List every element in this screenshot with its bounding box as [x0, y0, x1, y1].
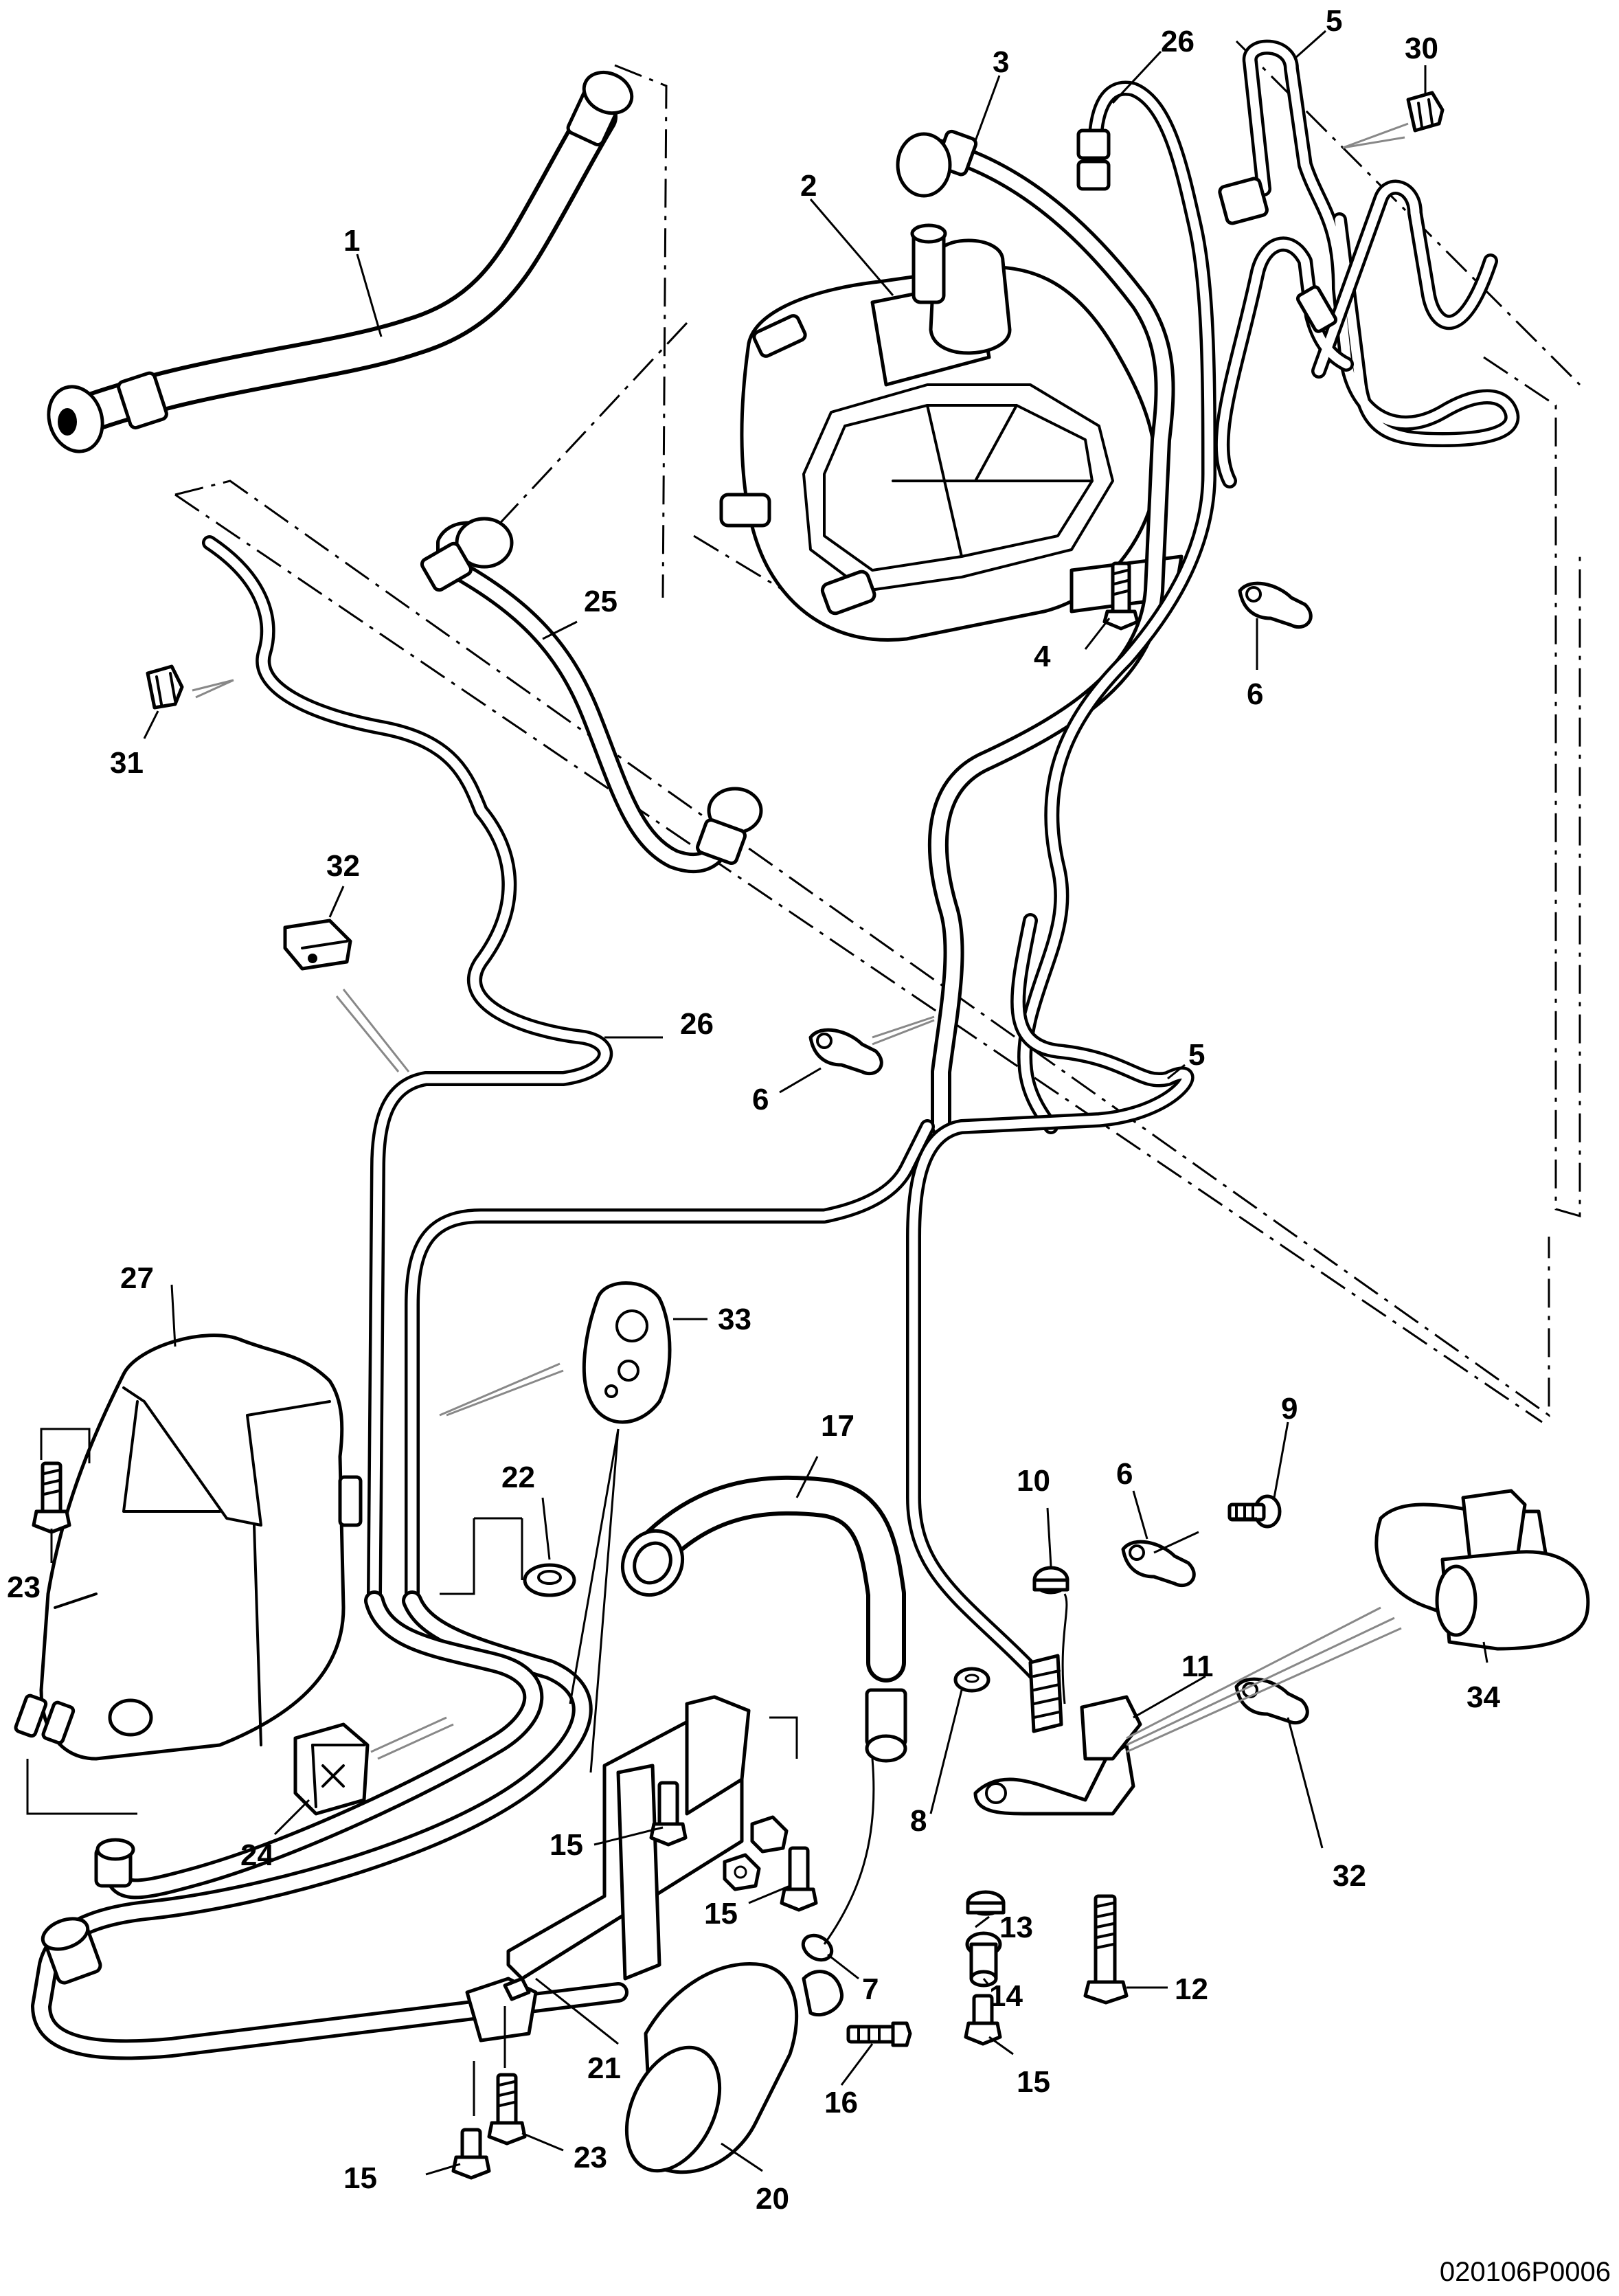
callout-34: 34 [1467, 1680, 1500, 1714]
callout-23-bottom: 23 [574, 2141, 607, 2174]
nut-part-15-middle [723, 1815, 789, 1891]
callout-5-upper: 5 [1326, 4, 1342, 38]
screw-part-4 [1102, 561, 1140, 631]
connector-part-34 [1374, 1489, 1590, 1651]
screw-part-9 [1227, 1494, 1282, 1529]
block-part-24 [293, 1722, 370, 1816]
clip-part-31 [146, 664, 184, 710]
callout-labels: 1 2 3 4 5 5 6 6 6 7 8 9 10 11 12 13 14 1… [7, 4, 1500, 2216]
clip-part-6-upper [1238, 581, 1313, 629]
callout-15-d: 15 [343, 2161, 377, 2195]
callout-14: 14 [989, 1979, 1023, 2013]
callout-6-lower: 6 [1116, 1457, 1133, 1491]
callout-7: 7 [862, 1972, 879, 2006]
sleeve-part-14 [965, 1931, 1002, 1988]
callout-31: 31 [110, 746, 144, 780]
pipe-part-26-upper [1017, 80, 1216, 1134]
callout-15-b: 15 [704, 1897, 738, 1931]
callout-12: 12 [1175, 1972, 1208, 2006]
pipes-lower-left [31, 1590, 629, 2060]
callout-26-upper: 26 [1161, 25, 1195, 58]
callout-9: 9 [1281, 1392, 1298, 1426]
clip-part-6-middle [808, 1028, 883, 1076]
callout-16: 16 [824, 2086, 858, 2119]
bolt-part-12 [1083, 1894, 1129, 2005]
washer-part-8 [953, 1667, 990, 1693]
clamp-part-7 [801, 1933, 834, 1962]
hose-part-25 [420, 517, 763, 874]
callout-24: 24 [240, 1838, 274, 1872]
callout-6-middle: 6 [752, 1083, 769, 1116]
clip-part-30 [1406, 91, 1445, 133]
callout-23-left: 23 [7, 1571, 41, 1604]
filter-part-20 [624, 1962, 844, 2174]
callout-6-upper: 6 [1247, 677, 1263, 711]
callout-32-upper: 32 [326, 849, 360, 883]
pipe-part-26-lower [202, 535, 613, 1601]
callout-2: 2 [800, 169, 817, 203]
canister-part-27 [14, 1333, 363, 1761]
callout-27: 27 [120, 1261, 154, 1295]
callout-10: 10 [1017, 1464, 1050, 1498]
clip-part-32-lower [1234, 1677, 1309, 1725]
pipe-part-5-lower [405, 913, 1195, 1733]
bolt-part-23-left [32, 1461, 71, 1534]
expansion-tank-part-2 [719, 223, 1184, 642]
hose-part-17 [620, 1475, 907, 1763]
grommet-part-33 [582, 1281, 672, 1424]
callout-21: 21 [587, 2051, 621, 2085]
callout-17: 17 [821, 1409, 854, 1443]
nut-part-13 [966, 1890, 1006, 1916]
bolt-part-15-bottom [451, 2128, 491, 2180]
callout-4: 4 [1034, 640, 1051, 673]
callout-1: 1 [343, 224, 360, 258]
callout-11: 11 [1181, 1650, 1214, 1683]
grommet-part-22 [523, 1563, 576, 1597]
clip-part-6-lower [1121, 1540, 1196, 1588]
callout-3: 3 [993, 45, 1009, 79]
pipe-part-5-upper [1214, 39, 1520, 488]
block-part-32-upper [283, 919, 352, 971]
bracket-part-21 [465, 1695, 751, 2042]
screw-part-16 [846, 2021, 912, 2047]
callout-8: 8 [910, 1804, 927, 1838]
small-parts [32, 91, 1445, 2180]
drawing-code: 020106P0006 [1440, 2257, 1611, 2287]
callout-30: 30 [1405, 32, 1438, 65]
hose-part-1 [47, 70, 634, 453]
callout-20: 20 [756, 2182, 789, 2216]
callout-13: 13 [999, 1911, 1033, 1944]
callout-5-lower: 5 [1188, 1038, 1205, 1072]
callout-25: 25 [584, 585, 618, 618]
callout-22: 22 [501, 1461, 535, 1494]
callout-26-lower: 26 [680, 1007, 714, 1041]
grommet-part-10 [1032, 1566, 1069, 1595]
bolt-part-15-side [780, 1846, 818, 1912]
callout-15-a: 15 [550, 1828, 583, 1862]
bolt-part-23-bottom [487, 2073, 527, 2146]
callout-15-c: 15 [1017, 2065, 1050, 2099]
leader-lines [26, 30, 1488, 2176]
callout-33: 33 [718, 1303, 751, 1336]
callout-32-lower: 32 [1333, 1859, 1366, 1893]
bracket-part-11 [973, 1695, 1142, 1816]
